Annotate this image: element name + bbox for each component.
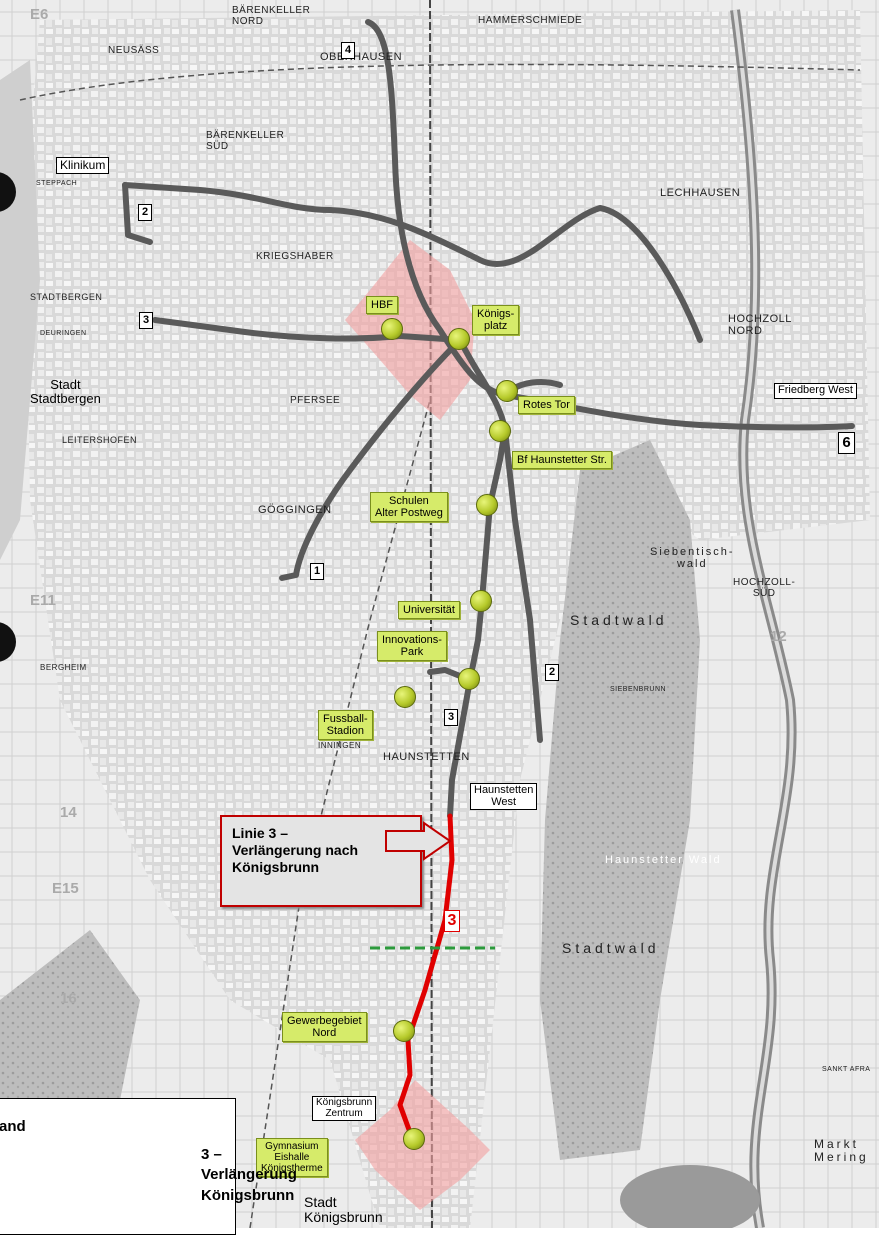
line-number-4: 4 (341, 42, 355, 59)
district-label: SANKT AFRA (822, 1066, 871, 1073)
station-label-rotes-tor: Rotes Tor (518, 396, 575, 415)
station-label-hbf: HBF (366, 296, 398, 315)
line-4-6 (365, 19, 855, 431)
forest-label: Siebentisch- wald (650, 546, 735, 570)
line-2-south (502, 427, 543, 743)
line-3-extension (397, 813, 455, 1141)
forest-label: Stadtwald (570, 612, 668, 628)
edge-circle-marker (0, 622, 16, 662)
city-label: Stadt Stadtbergen (30, 377, 101, 406)
stop-marker-universitat (470, 590, 492, 612)
station-label-konigsplatz: Königs- platz (472, 305, 520, 336)
grid-label: 14 (60, 804, 77, 821)
stop-marker-konigsplatz (448, 328, 470, 350)
line-number-2: 2 (138, 204, 152, 221)
arrow-right-icon (385, 821, 452, 861)
forest-label: Haunstetter Wald (605, 854, 722, 866)
station-label-universitat: Universität (398, 601, 460, 620)
line-3-south (447, 337, 508, 819)
railway (429, 0, 433, 1228)
line-2-north (122, 182, 703, 343)
grid-label: E15 (52, 880, 79, 897)
railway-north (19, 63, 861, 101)
station-label-klinikum: Klinikum (56, 157, 110, 174)
district-label: NEUSÄSS (108, 45, 160, 56)
line-number-3-extension: 3 (444, 910, 460, 932)
district-label: OBERHAUSEN (320, 51, 403, 63)
station-label-fussball: Fussball- Stadion (318, 710, 373, 741)
district-label: LECHHAUSEN (660, 187, 741, 199)
stop-marker-schulen (476, 494, 498, 516)
line-1 (279, 337, 463, 581)
grid-label: E11 (30, 592, 56, 609)
stop-marker-bf-haunstetter (489, 420, 511, 442)
line-number-2: 2 (545, 664, 559, 681)
line-number-6: 6 (838, 432, 855, 454)
district-label: LEITERSHOFEN (62, 435, 138, 445)
station-label-schulen: Schulen Alter Postweg (370, 492, 448, 523)
station-label-friedberg-west: Friedberg West (774, 383, 857, 399)
legend-item-text: 3 – Verlängerung Königsbrunn (201, 1146, 297, 1204)
legend-title: and (0, 1118, 26, 1135)
district-label: HOCHZOLL- SÜD (733, 577, 796, 599)
forest-label: Stadtwald (562, 940, 660, 956)
line-number-1: 1 (310, 563, 324, 580)
station-label-haunstetten-west: Haunstetten West (470, 783, 538, 811)
grid-label: 16 (60, 990, 77, 1007)
district-label: INNINGEN (318, 741, 362, 750)
district-label: BÄRENKELLER NORD (232, 5, 311, 27)
callout-text: Linie 3 – Verlängerung nach Königsbrunn (232, 825, 359, 875)
district-label: BERGHEIM (40, 663, 87, 672)
town-label: Markt Mering (814, 1137, 869, 1164)
station-label-bf-haunstetter: Bf Haunstetter Str. (512, 451, 612, 470)
extension-callout: Linie 3 – Verlängerung nach Königsbrunn (220, 815, 452, 907)
edge-circle-marker (0, 172, 16, 212)
station-label-konigsbrunn-zentrum: Königsbrunn Zentrum (312, 1096, 377, 1121)
lake (620, 1165, 760, 1228)
center-highlight (345, 240, 475, 420)
grid-label: 12 (770, 628, 787, 645)
stop-marker-gewerbegebiet (393, 1020, 415, 1042)
west-forest (0, 930, 140, 1120)
district-label: STADTBERGEN (30, 292, 103, 302)
district-label: GÖGGINGEN (258, 504, 332, 516)
district-label: DEURINGEN (40, 330, 87, 337)
stop-marker-konigsbrunn (403, 1128, 425, 1150)
station-label-gymnasium: Gymnasium Eishalle Königstherme (256, 1138, 328, 1177)
district-label: BÄRENKELLER SÜD (206, 130, 285, 152)
stop-marker-innovationspark (458, 668, 480, 690)
district-label: HAUNSTETTEN (383, 751, 470, 763)
city-label: Stadt Königsbrunn (304, 1194, 383, 1225)
district-label: SIEBENBRUNN (610, 686, 667, 693)
stop-marker-hbf (381, 318, 403, 340)
district-label: PFERSEE (290, 395, 341, 406)
stadtwald-forest (540, 440, 700, 1160)
district-label: STEPPACH (36, 180, 78, 187)
stop-marker-rotes-tor (496, 380, 518, 402)
line-number-3: 3 (444, 709, 458, 726)
stop-marker-fussball (394, 686, 416, 708)
district-label: KRIEGSHABER (256, 251, 334, 262)
station-label-gewerbegebiet: Gewerbegebiet Nord (282, 1012, 367, 1043)
district-label: HOCHZOLL NORD (728, 313, 792, 337)
district-label: HAMMERSCHMIEDE (478, 15, 583, 26)
line-number-3: 3 (139, 312, 153, 329)
grid-label: E6 (30, 6, 49, 23)
legend-box: and 3 – Verlängerung Königsbrunn (0, 1098, 297, 1235)
station-label-innovationspark: Innovations- Park (377, 631, 447, 662)
